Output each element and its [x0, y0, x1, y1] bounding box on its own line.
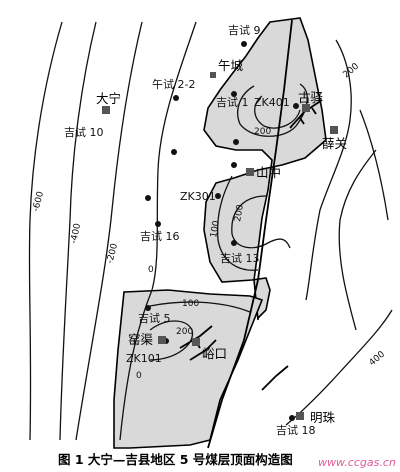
- contour-line-m400: [59, 21, 97, 441]
- town-label-mingzhu: 明珠: [310, 410, 336, 425]
- well-jishi1: [231, 91, 237, 97]
- watermark: www.ccgas.cn: [318, 456, 396, 469]
- contour-line-200-mid: [231, 195, 291, 249]
- well-zk401: [293, 103, 299, 109]
- well-label-jishi5: 吉试 5: [138, 312, 171, 325]
- town-label-wucheng: 午城: [218, 58, 244, 73]
- well-jishi5: [145, 305, 151, 311]
- well-label-jishi16: 吉试 16: [140, 230, 180, 243]
- well-label-zk301: ZK301: [180, 190, 216, 203]
- well-label-jishi13: 吉试 13: [220, 252, 260, 265]
- fault-southwest-1: [179, 325, 213, 349]
- well-c: [145, 195, 151, 201]
- contour-line-0: [119, 21, 197, 441]
- well-wushi22: [173, 95, 179, 101]
- fault-main: [207, 19, 293, 449]
- town-label-yukou: 峪口: [202, 346, 227, 361]
- well-zk301: [215, 193, 221, 199]
- town-yaoqu-marker: [158, 336, 166, 344]
- contour-label-z0-low: 0: [136, 371, 142, 381]
- town-guyi-marker: [302, 104, 310, 112]
- contour-label-c400-east: 400: [368, 349, 388, 368]
- well-label-wushi22: 午试 2-2: [152, 78, 195, 91]
- contour-line-east-outer: [359, 109, 389, 221]
- contour-label-c200-top: 200: [254, 127, 271, 137]
- contour-line-200-low: [149, 320, 194, 361]
- contour-line-300-top: [254, 95, 301, 129]
- well-jishi16: [155, 221, 161, 227]
- contour-line-100-mid: [216, 175, 259, 271]
- fault-tick-2: [311, 107, 317, 115]
- town-label-xueguan: 薛关: [322, 136, 347, 151]
- well-label-jishi1: 吉试 1: [216, 96, 249, 109]
- well-label-zk401: ZK401: [254, 96, 290, 109]
- contour-label-c100-low: 100: [182, 299, 199, 309]
- town-label-yaoqu: 窑渠: [128, 332, 154, 347]
- town-mingzhu-marker: [296, 412, 304, 420]
- contour-label-c200-mid: 200: [233, 204, 246, 223]
- contour-label-m600: -600: [31, 190, 46, 213]
- figure-caption: 图 1 大宁—吉县地区 5 号煤层顶面构造图: [58, 452, 293, 467]
- fault-tick-1: [299, 117, 305, 125]
- contour-line-east-200: [305, 39, 352, 301]
- contour-label-c200-low: 200: [176, 327, 193, 337]
- fault-southwest-2: [189, 339, 217, 361]
- town-xueguan-marker: [330, 126, 338, 134]
- well-jishi13: [231, 240, 237, 246]
- town-label-shanzhong: 山中: [256, 165, 281, 180]
- contour-label-z0-mid: 0: [148, 265, 154, 275]
- contour-line-100-low: [149, 301, 251, 313]
- well-b: [233, 139, 239, 145]
- town-shanzhong-marker: [246, 168, 254, 176]
- contour-line-200-top: [237, 83, 308, 137]
- town-yukou-marker: [192, 338, 200, 346]
- well-d: [231, 162, 237, 168]
- uplift-zone-south: [113, 289, 264, 449]
- town-daning-marker: [102, 106, 110, 114]
- well-label-jishi9: 吉试 9: [228, 24, 261, 37]
- contour-label-c200-east: 200: [342, 61, 362, 80]
- contour-line-m200: [75, 21, 143, 441]
- well-label-jishi18: 吉试 18: [276, 424, 316, 437]
- town-wucheng-marker: [210, 72, 216, 78]
- well-jishi9: [241, 41, 247, 47]
- contour-label-m400: -400: [69, 222, 83, 244]
- contour-label-c100-mid: 100: [209, 220, 222, 239]
- well-label-jishi10: 吉试 10: [64, 126, 104, 139]
- town-label-guyi: 古驿: [298, 90, 324, 105]
- well-jishi18: [289, 415, 295, 421]
- contour-line-east-300: [338, 149, 377, 331]
- well-label-zk101: ZK101: [126, 352, 162, 365]
- fault-east-short: [261, 365, 289, 391]
- town-label-daning: 大宁: [96, 91, 121, 106]
- well-a: [171, 149, 177, 155]
- contour-line-m600: [28, 21, 63, 441]
- contour-line-east-400: [285, 309, 393, 426]
